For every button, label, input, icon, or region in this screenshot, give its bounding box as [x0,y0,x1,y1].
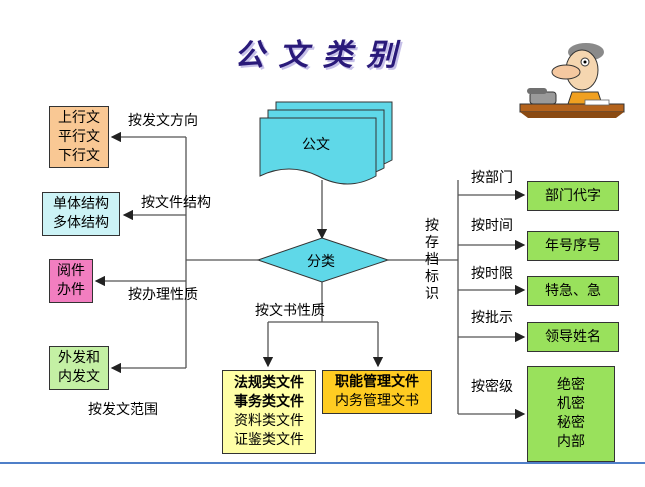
box-item: 机密 [557,396,585,412]
box-item: 秘密 [557,415,585,431]
nature-left-box: 法规类文件 事务类文件 资料类文件 证鉴类文件 [222,370,316,454]
vertical-char: 标 [425,269,439,285]
box-item: 事务类文件 [234,394,304,410]
box-item: 下行文 [58,147,100,164]
secrecy-box: 绝密 机密 秘密 内部 [527,366,615,462]
box-item: 多体结构 [53,215,109,231]
nature-label: 按文书性质 [255,303,325,319]
vertical-char: 存 [425,235,439,251]
secrecy-label: 按密级 [471,379,513,395]
scope-box: 外发和 内发文 [49,346,109,390]
box-item: 绝密 [557,377,585,393]
limit-label: 按时限 [471,266,513,282]
box-item: 内务管理文书 [335,393,419,409]
vertical-char: 识 [425,286,439,302]
instruction-box: 领导姓名 [527,322,619,352]
box-item: 法规类文件 [234,375,304,391]
box-item: 部门代字 [545,187,601,204]
dept-box: 部门代字 [527,181,619,211]
box-item: 上行文 [58,109,100,126]
handling-label: 按办理性质 [128,287,198,303]
structure-label: 按文件结构 [141,195,211,211]
box-item: 特急、急 [545,282,601,299]
box-item: 平行文 [58,128,100,145]
bottom-divider [0,462,645,464]
box-item: 办件 [57,282,85,298]
structure-box: 单体结构 多体结构 [42,192,120,236]
box-item: 单体结构 [53,196,109,212]
box-item: 资料类文件 [234,413,304,429]
classify-diamond [256,237,390,283]
nature-right-box: 职能管理文件 内务管理文书 [322,370,432,414]
dept-label: 按部门 [471,170,513,186]
document-stack-shape [259,101,393,185]
instruction-label: 按批示 [471,310,513,326]
box-item: 年号序号 [545,237,601,254]
archive-vertical-label: 按 存 档 标 识 [424,218,440,303]
vertical-char: 按 [425,218,439,234]
direction-label: 按发文方向 [128,113,198,129]
page-title: 公文类别 [234,38,411,73]
center-node-label: 分类 [307,254,335,270]
box-item: 证鉴类文件 [234,432,304,448]
handling-box: 阅件 办件 [49,259,93,303]
box-item: 阅件 [57,263,85,279]
scope-label: 按发文范围 [88,402,158,418]
doc-node-label: 公文 [302,137,330,153]
box-item: 内部 [557,434,585,450]
box-item: 外发和 [58,350,100,366]
box-item: 领导姓名 [545,328,601,345]
box-item: 职能管理文件 [335,374,419,390]
time-label: 按时间 [471,218,513,234]
box-item: 内发文 [58,369,100,385]
time-box: 年号序号 [527,231,619,261]
direction-box: 上行文 平行文 下行文 [49,106,109,168]
limit-box: 特急、急 [527,276,619,306]
vertical-char: 档 [425,252,439,268]
